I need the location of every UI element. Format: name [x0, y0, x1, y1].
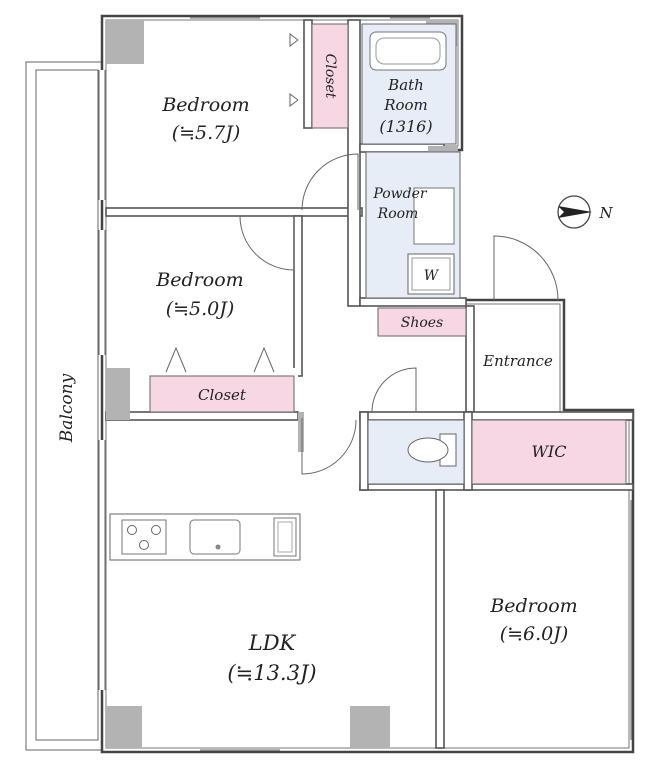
outer-walls [100, 14, 635, 754]
ldk-name: LDK [248, 631, 297, 655]
balcony: Balcony [25, 61, 103, 751]
bedroom-right-size: (≒6.0J) [500, 623, 569, 645]
bath-room: Bath Room (1316) [361, 23, 457, 145]
toilet-room [367, 419, 465, 485]
bath-line2: Room [383, 96, 428, 114]
entrance-label: Entrance [482, 352, 553, 370]
washer-label: W [424, 268, 440, 284]
ldk-size: (≒13.3J) [227, 661, 316, 685]
powder-line2: Room [377, 206, 419, 222]
closet-mid-label: Closet [198, 386, 247, 404]
compass-label: N [598, 204, 613, 222]
balcony-label: Balcony [57, 373, 77, 443]
bedroom-right-name: Bedroom [489, 595, 577, 617]
north-arrow-icon [558, 206, 592, 218]
entrance: Entrance [482, 235, 559, 370]
kitchen-counter [109, 513, 301, 561]
bath-line1: Bath [387, 76, 424, 94]
bedroom-top-name: Bedroom [161, 94, 249, 116]
closet-top: Closet [289, 23, 349, 129]
door-swings [239, 153, 417, 475]
wic: WIC [471, 419, 627, 485]
wic-label: WIC [531, 442, 566, 461]
bath-line3: (1316) [379, 117, 432, 136]
bedroom-mid-size: (≒5.0J) [166, 298, 235, 320]
powder-line1: Powder [372, 186, 428, 202]
interior-walls [105, 19, 634, 749]
bedroom-top-size: (≒5.7J) [172, 122, 241, 144]
closet-top-label: Closet [322, 54, 338, 99]
windows [98, 17, 632, 751]
room-labels: Bedroom (≒5.7J) Bedroom (≒5.0J) Bedroom … [155, 94, 577, 685]
closet-mid: Closet [149, 346, 295, 413]
powder-room: Powder Room W [365, 151, 461, 299]
shoes-closet: Shoes [377, 307, 467, 337]
compass: N [557, 195, 613, 229]
shoes-label: Shoes [401, 315, 444, 331]
bedroom-mid-name: Bedroom [155, 269, 243, 291]
